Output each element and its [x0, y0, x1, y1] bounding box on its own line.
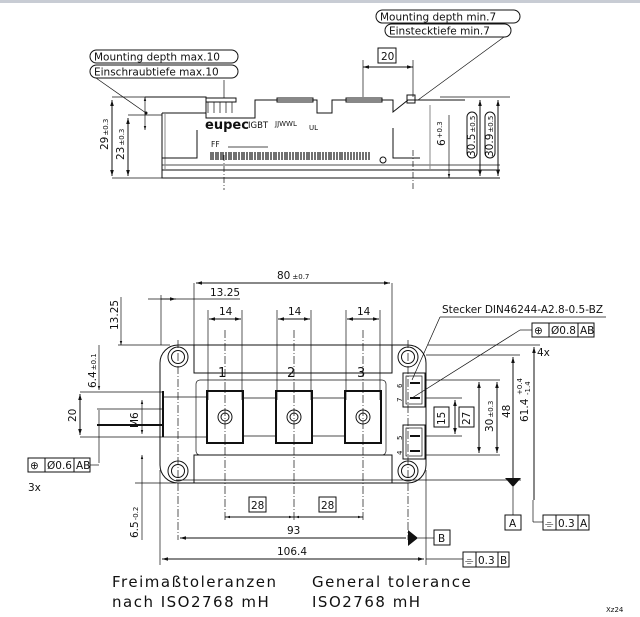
tolerance-frame-symmetry-b: ⌯ 0.3 B — [462, 551, 510, 568]
dim-height-30-9: 30.9±0.5 — [484, 116, 496, 157]
label-type: IGBT — [248, 121, 269, 131]
svg-text:-1.4: -1.4 — [524, 381, 532, 395]
datum-a-box — [504, 514, 522, 531]
side-view: Mounting depth min.7 Einstecktiefe min.7… — [89, 9, 521, 190]
label-ul: UL — [309, 124, 318, 132]
terminal-label-1: 1 — [218, 366, 226, 381]
dim-pitch-28-b: 28 — [321, 500, 334, 512]
dim-height-30-5: 30.5±0.5 — [466, 116, 478, 157]
dim-offset-13-25-v: 13.25 — [109, 300, 121, 330]
dim-height-29: 29±0.3 — [99, 119, 111, 150]
top-view: 80±0.7 13.25 13.25 14 14 14 — [27, 270, 606, 568]
power-terminals — [163, 390, 382, 444]
tolerance-note-de-2: nach ISO2768 mH — [112, 593, 270, 611]
dim-height-6: 6+0.3 — [436, 121, 448, 146]
dim-pitch-28-a: 28 — [251, 500, 264, 512]
dim-count-3x: 3x — [28, 482, 41, 494]
svg-text:Ø0.8: Ø0.8 — [551, 325, 576, 337]
datum-b-box — [433, 529, 451, 546]
note-mounting-depth-min: Mounting depth min.7 — [380, 12, 496, 24]
dim-height-6-5: 6.5-0.2 — [129, 507, 141, 538]
tolerance-frame-symmetry-a: ⌯ 0.3 A — [542, 514, 590, 531]
barcode — [210, 152, 370, 160]
svg-text:A: A — [509, 518, 517, 530]
dim-pin-30: 30±0.3 — [484, 401, 496, 432]
dim-width-80: 80±0.7 — [277, 270, 309, 282]
svg-text:B: B — [438, 533, 445, 545]
tolerance-note-en-2: ISO2768 mH — [312, 593, 422, 611]
note-mounting-depth-max: Mounting depth max.10 — [94, 52, 220, 64]
svg-text:4: 4 — [396, 450, 404, 455]
dim-height-20: 20 — [67, 409, 79, 422]
svg-text:Ø0.6: Ø0.6 — [47, 460, 72, 472]
dim-pitch-20: 20 — [381, 51, 394, 63]
svg-text:0.3: 0.3 — [558, 518, 575, 530]
dim-height-6-4: 6.4±0.1 — [87, 353, 99, 388]
footer-notes: Freimaßtoleranzen nach ISO2768 mH Genera… — [112, 573, 624, 614]
drawing-code: Xz24 — [606, 606, 624, 614]
dim-pin-15: 15 — [436, 412, 448, 425]
tolerance-frame-position-06: ⊕ Ø0.6 AB — [27, 457, 99, 473]
datum-triangle-a — [505, 478, 521, 487]
terminal-label-2: 2 — [287, 366, 295, 381]
dim-height-23: 23±0.3 — [115, 129, 127, 160]
label-date: JJWWL — [274, 120, 297, 128]
position-icon: ⊕ — [30, 460, 39, 472]
svg-text:B: B — [500, 555, 507, 567]
svg-text:14: 14 — [357, 306, 371, 318]
tolerance-note-de-1: Freimaßtoleranzen — [112, 573, 277, 591]
dim-offset-13-25-h: 13.25 — [210, 287, 240, 299]
svg-text:14: 14 — [288, 306, 302, 318]
symmetry-icon: ⌯ — [465, 555, 474, 567]
svg-text:5: 5 — [396, 436, 404, 440]
svg-text:14: 14 — [219, 306, 233, 318]
datum-triangle-b — [408, 530, 418, 546]
svg-text:AB: AB — [580, 325, 594, 337]
terminal-label-3: 3 — [357, 366, 365, 381]
dim-height-61-4: 61.4 — [519, 398, 531, 422]
tolerance-note-en-1: General tolerance — [312, 573, 472, 591]
aux-connectors: 6 7 5 4 — [396, 372, 426, 460]
position-icon: ⊕ — [534, 325, 543, 337]
svg-text:AB: AB — [76, 460, 90, 472]
dim-thread-m6: M6 — [129, 412, 141, 428]
svg-text:6: 6 — [396, 383, 404, 388]
label-ff: FF — [211, 140, 220, 149]
svg-text:7: 7 — [396, 398, 404, 402]
svg-text:+0.4: +0.4 — [516, 377, 524, 395]
svg-text:0.3: 0.3 — [478, 555, 495, 567]
connector-note: Stecker DIN46244-A2.8-0.5-BZ — [442, 304, 603, 316]
dim-hole-spacing-93: 93 — [287, 525, 300, 537]
svg-text:A: A — [580, 518, 588, 530]
symmetry-icon: ⌯ — [545, 518, 554, 530]
dim-pin-27: 27 — [461, 412, 473, 425]
dim-length-106-4: 106.4 — [277, 546, 307, 558]
note-einschraubtiefe-max: Einschraubtiefe max.10 — [94, 67, 219, 79]
terminal-width-dims: 14 14 14 — [207, 306, 381, 400]
tolerance-frame-position-08: ⊕ Ø0.8 AB — [411, 322, 595, 399]
dim-count-4x: 4x — [537, 347, 550, 359]
label-brand: eupec — [205, 118, 249, 133]
window-top-border — [0, 0, 640, 3]
ground-symbol-icon — [379, 156, 387, 164]
note-einstecktiefe-min: Einstecktiefe min.7 — [389, 26, 490, 38]
dim-pin-48: 48 — [501, 405, 513, 418]
